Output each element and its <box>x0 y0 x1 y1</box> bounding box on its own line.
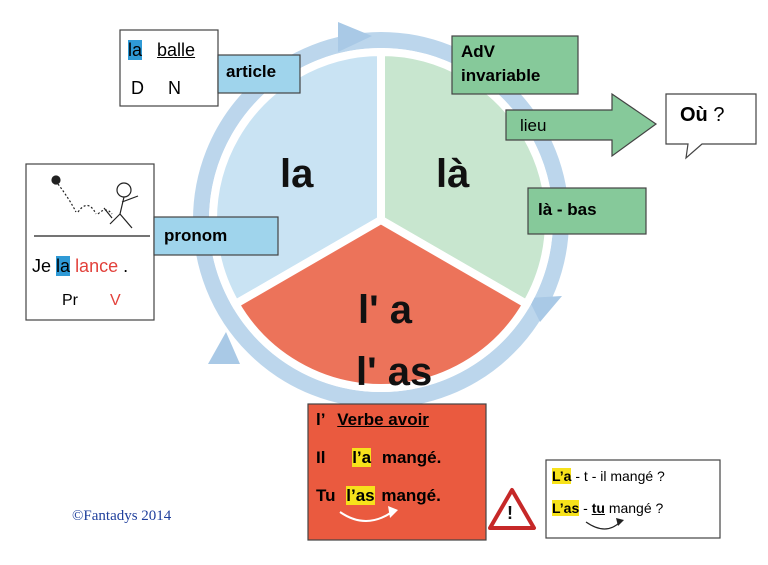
verb-line-il: Il l’a mangé. <box>316 448 441 468</box>
question-dash: - <box>583 500 588 516</box>
adverb-box <box>451 35 579 95</box>
article-label-box <box>217 54 301 94</box>
ou-mark: ? <box>713 104 725 126</box>
pronoun-tag-v: V <box>110 292 121 309</box>
question-box <box>545 459 721 539</box>
verb-las: l’as <box>346 486 375 505</box>
article-label: article <box>226 62 277 81</box>
sector-label-la-verb-2: l' as <box>356 350 433 394</box>
pronoun-tag-pr: Pr <box>62 292 78 309</box>
article-words: la balle <box>128 40 195 61</box>
lieu-label: lieu <box>520 116 547 135</box>
pronoun-word-la: la <box>56 256 71 276</box>
verb-curl-arrow <box>339 511 393 522</box>
sector-label-la-verb-1: l' a <box>358 288 412 332</box>
lieu-arrow <box>505 92 658 158</box>
verb-title-line: l’ Verbe avoir <box>316 410 429 430</box>
pronoun-word-lance: lance <box>75 256 119 276</box>
verb-tu: Tu <box>316 486 336 505</box>
question-tu: tu <box>591 500 605 516</box>
adverb-line1: AdV <box>461 42 495 61</box>
ou-question: Où ? <box>680 104 724 127</box>
article-word-la: la <box>128 40 143 60</box>
pronoun-label-box <box>153 216 279 256</box>
la-bas-box <box>527 187 647 235</box>
pronoun-sentence: Je la lance . <box>32 256 128 277</box>
verb-line-tu: Tu l’as mangé. <box>316 486 441 506</box>
verb-title: Verbe avoir <box>337 410 429 429</box>
verb-curl-arrowhead <box>388 506 398 518</box>
verb-mange1: mangé. <box>381 448 442 467</box>
pronoun-box <box>25 163 155 321</box>
verb-mange2: mangé. <box>381 486 441 505</box>
copyright: ©Fantadys 2014 <box>72 508 172 524</box>
adverb-line2: invariable <box>461 66 541 85</box>
question-line2: L’as - tu mangé ? <box>552 500 663 516</box>
ring-arrowhead-top <box>338 22 372 52</box>
pronoun-dot: . <box>123 256 129 276</box>
la-bas-label: là - bas <box>538 200 597 219</box>
article-tag-n: N <box>168 78 181 98</box>
verb-il: Il <box>316 448 326 467</box>
verb-l-prefix: l’ <box>316 410 325 429</box>
question-line1: L’a - t - il mangé ? <box>552 468 665 484</box>
warning-mark: ! <box>507 503 513 523</box>
article-tag-d: D <box>131 78 144 98</box>
question-mange: mangé ? <box>608 500 664 516</box>
sector-label-la-accent: là <box>436 152 470 196</box>
question-line1-rest: - t - il mangé ? <box>575 468 665 484</box>
verb-la: l’a <box>352 448 372 467</box>
question-las: L’as <box>552 500 580 516</box>
pronoun-label: pronom <box>164 226 228 245</box>
verb-box <box>307 403 487 541</box>
ou-bubble <box>665 93 757 160</box>
ou-word: Où <box>680 104 708 126</box>
sector-label-la: la <box>280 152 314 196</box>
ring-arrowhead-right <box>528 296 562 322</box>
pronoun-word-je: Je <box>32 256 52 276</box>
article-word-balle: balle <box>157 40 196 60</box>
sector-la-verb <box>230 215 532 392</box>
question-la: L’a <box>552 468 572 484</box>
question-curl-arrowhead <box>616 518 624 526</box>
warning-icon <box>488 488 536 530</box>
throwing-figure-illustration <box>34 175 150 237</box>
ring-arrowhead-left <box>208 332 240 364</box>
